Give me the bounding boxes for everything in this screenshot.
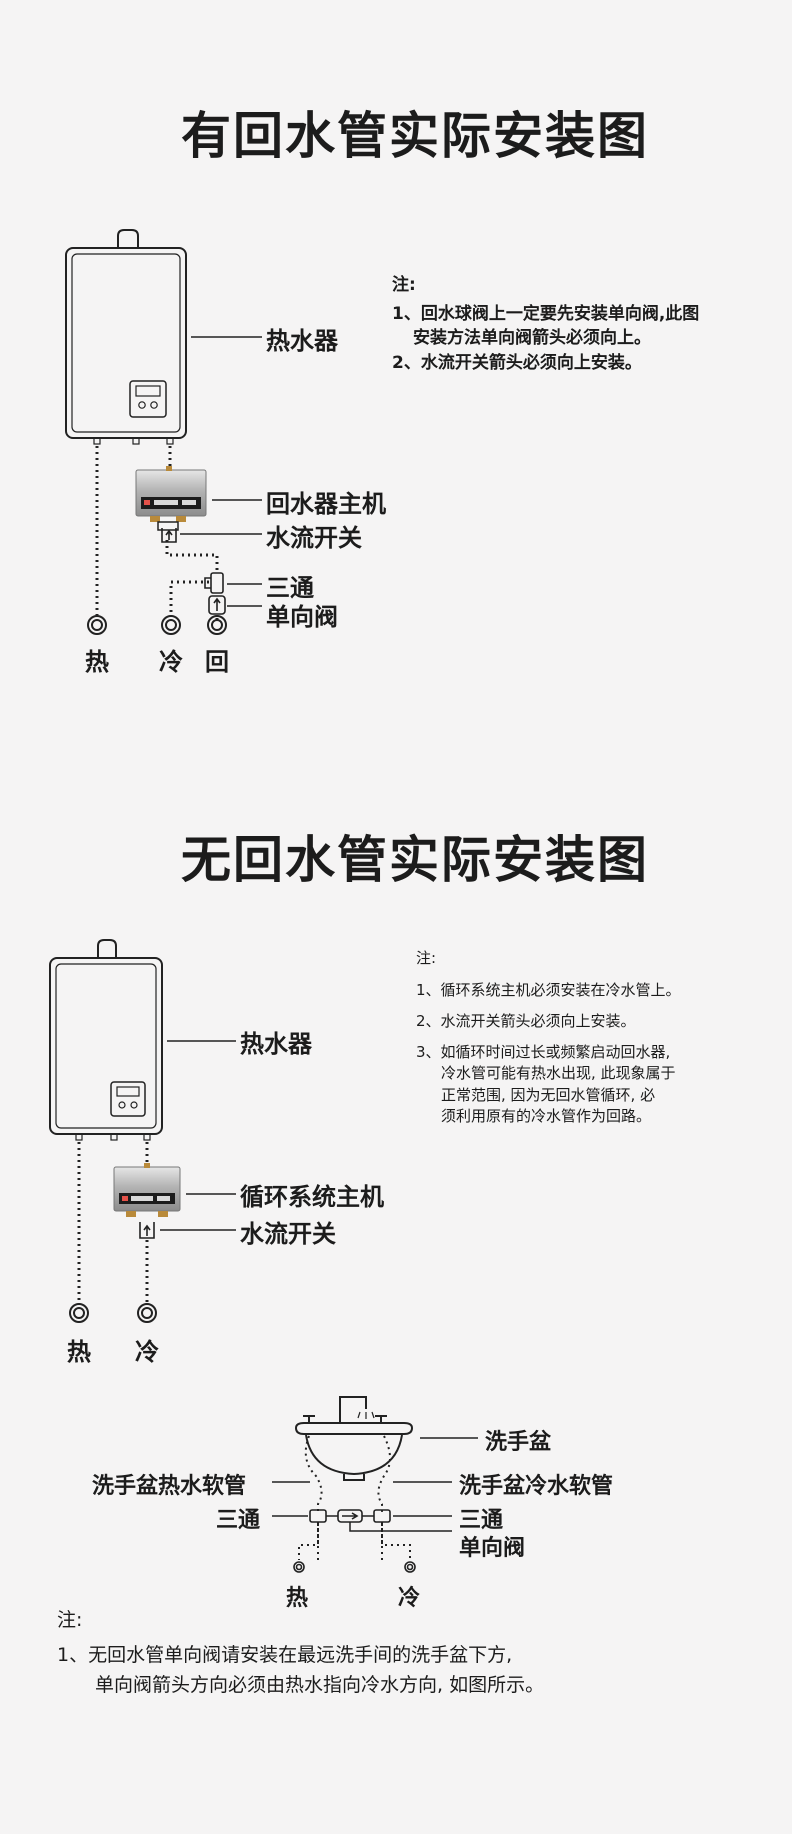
- label-hot-hose: 洗手盆热水软管: [92, 1474, 247, 1499]
- label-hot-1: 热: [85, 648, 109, 676]
- label-cold-2: 冷: [135, 1338, 159, 1366]
- label-hot-3: 热: [286, 1586, 309, 1611]
- water-heater-1: [65, 229, 187, 445]
- flow-switch-1: [161, 528, 177, 543]
- tee-check-assembly: [309, 1509, 391, 1523]
- label-tee-left: 三通: [216, 1508, 261, 1533]
- label-check-valve-3: 单向阀: [459, 1536, 526, 1561]
- label-circulation-host: 循环系统主机: [240, 1183, 384, 1211]
- return-host-device: [135, 466, 207, 531]
- label-cold-hose: 洗手盆冷水软管: [459, 1474, 614, 1499]
- notes-2-item3-line1: 3、如循环时间过长或频繁启动回水器,: [416, 1043, 671, 1061]
- pipe-endpoints-1: [87, 615, 227, 635]
- notes-2-item3-line2: 冷水管可能有热水出现, 此现象属于: [441, 1064, 676, 1082]
- section2-drawing: [49, 939, 236, 1323]
- notes-2-item1: 1、循环系统主机必须安装在冷水管上。: [416, 981, 681, 999]
- section1-drawing: [65, 229, 262, 635]
- notes-2-item3-line4: 须利用原有的冷水管作为回路。: [441, 1107, 652, 1125]
- notes-heading-3: 注:: [57, 1609, 83, 1631]
- label-return-1: 回: [205, 648, 229, 676]
- label-flow-switch-2: 水流开关: [240, 1220, 336, 1248]
- notes-3-item1-line1: 1、无回水管单向阀请安装在最远洗手间的洗手盆下方,: [57, 1644, 513, 1666]
- label-hot-2: 热: [67, 1338, 91, 1366]
- section1-title: 有回水管实际安装图: [181, 107, 649, 165]
- label-tee-1: 三通: [266, 574, 314, 602]
- notes-3-item1-line2: 单向阀箭头方向必须由热水指向冷水方向, 如图所示。: [95, 1674, 545, 1696]
- leader-lines-1: [180, 336, 262, 607]
- water-heater-2: [49, 939, 163, 1141]
- notes-1-item2: 2、水流开关箭头必须向上安装。: [392, 353, 642, 373]
- section2-title: 无回水管实际安装图: [181, 831, 649, 889]
- check-valve-1: [208, 595, 226, 615]
- label-basin: 洗手盆: [485, 1430, 552, 1455]
- label-heater-1: 热水器: [266, 327, 338, 355]
- notes-2-item2: 2、水流开关箭头必须向上安装。: [416, 1012, 636, 1030]
- label-return-host: 回水器主机: [266, 490, 386, 518]
- label-check-valve-1: 单向阀: [266, 603, 338, 631]
- flow-switch-2: [139, 1222, 155, 1239]
- label-flow-switch-1: 水流开关: [266, 524, 362, 552]
- notes-heading-1: 注:: [392, 275, 416, 295]
- pipe-endpoints-3: [293, 1561, 416, 1573]
- tee-1: [204, 572, 224, 594]
- label-cold-3: 冷: [398, 1586, 421, 1611]
- basin-endpoint-pipes: [298, 1524, 411, 1560]
- notes-heading-2: 注:: [416, 949, 437, 967]
- pipes-2: [77, 1142, 149, 1304]
- circulation-host-device: [113, 1163, 181, 1217]
- section3-drawing: [272, 1396, 478, 1573]
- notes-1-item1-line2: 安装方法单向阀箭头必须向上。: [413, 328, 651, 348]
- leader-lines-3: [272, 1437, 478, 1532]
- pipe-endpoints-2: [69, 1303, 157, 1323]
- label-tee-right: 三通: [459, 1508, 504, 1533]
- wash-basin: [294, 1396, 414, 1481]
- notes-2-item3-line3: 正常范围, 因为无回水管循环, 必: [441, 1086, 656, 1104]
- label-cold-1: 冷: [159, 648, 183, 676]
- leader-lines-2: [160, 1040, 236, 1231]
- notes-1-item1-line1: 1、回水球阀上一定要先安装单向阀,此图: [392, 304, 700, 324]
- label-heater-2: 热水器: [240, 1030, 312, 1058]
